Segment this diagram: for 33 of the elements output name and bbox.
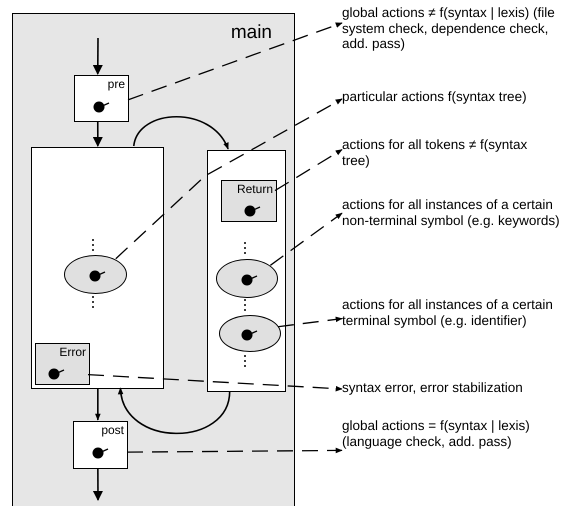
arrow (92, 121, 103, 147)
arrow (95, 388, 101, 421)
module-box (207, 150, 286, 392)
dashed-arrow (127, 448, 343, 454)
arrow (92, 38, 103, 75)
dashed-arrow (270, 212, 343, 266)
arrow (92, 468, 103, 501)
box-label: Return (236, 182, 273, 196)
dashed-arrow (128, 22, 343, 100)
annotation-text: particular actions f(syntax tree) (342, 89, 573, 104)
annotation-text: syntax error, error stabilization (342, 380, 573, 396)
annotation-text: global actions ≠ f(syntax | lexis) (file system check, dependence check, add. pass) (342, 5, 573, 52)
action-ellipse (216, 259, 278, 298)
container-title: main (230, 22, 272, 44)
annotation-text: actions for all instances of a certain non-terminal symbol (e.g. keywords) (342, 197, 573, 228)
action-box (35, 343, 90, 385)
dashed-arrow (88, 374, 343, 392)
arrow (132, 116, 229, 150)
dashed-arrow (115, 98, 343, 260)
dashed-arrow (278, 316, 343, 328)
annotation-text: actions for all tokens ≠ f(syntax tree) (342, 137, 542, 168)
process-box (74, 75, 129, 122)
process-box (73, 421, 128, 469)
dashed-arrow (274, 149, 343, 192)
action-box (221, 180, 277, 222)
container-box (12, 13, 295, 506)
box-label: pre (108, 77, 125, 91)
module-box (31, 147, 164, 389)
annotation-text: actions for all instances of a certain terminal symbol (e.g. identifier) (342, 297, 573, 328)
arrow (118, 387, 230, 434)
box-label: Error (59, 345, 86, 359)
box-label: post (101, 423, 124, 437)
annotation-text: global actions = f(syntax | lexis) (language check, add. pass) (342, 418, 573, 449)
